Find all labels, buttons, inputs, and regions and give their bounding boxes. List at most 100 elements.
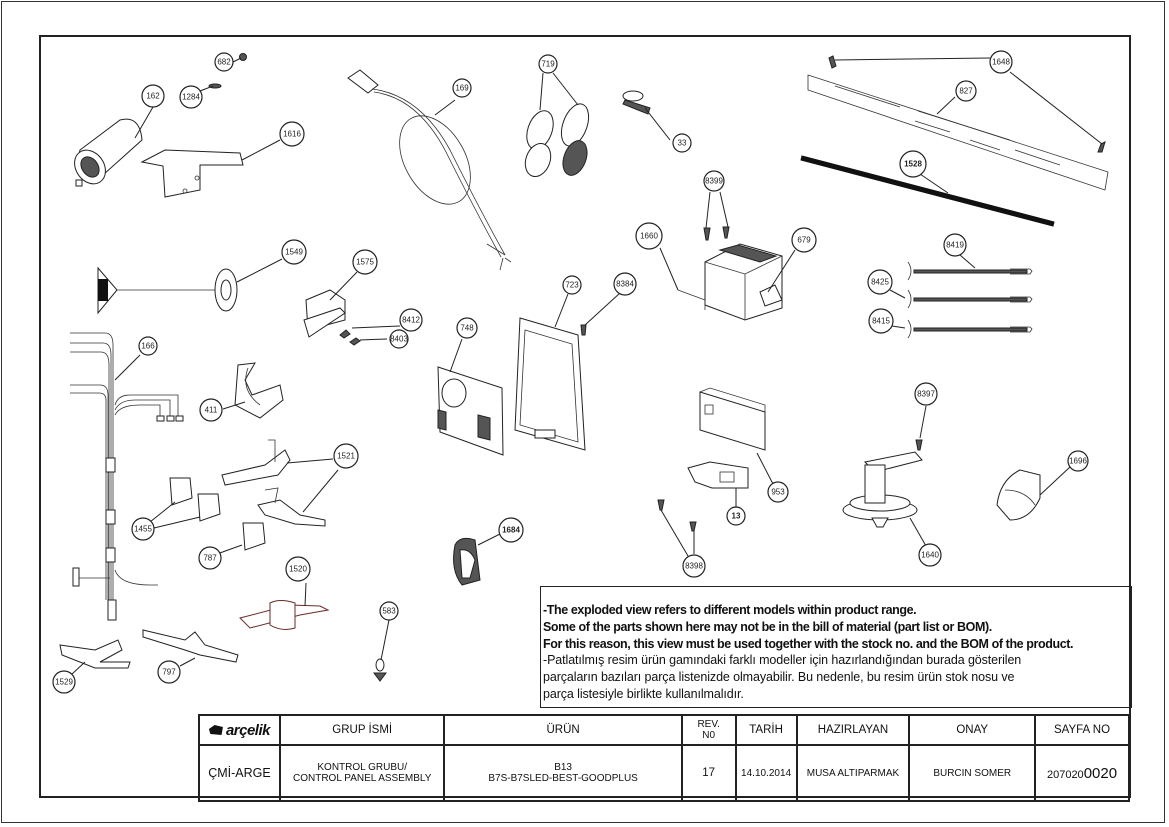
callout-circle — [198, 546, 222, 570]
callout-circle — [389, 329, 409, 349]
arcelik-logo-icon — [208, 725, 223, 735]
callout-label: 1455 — [134, 525, 152, 534]
callout-circle — [767, 481, 789, 503]
callout-circle — [399, 308, 423, 332]
callout-circle — [141, 84, 165, 108]
callout-1660: 1660 — [635, 222, 663, 250]
title-block: arçelik GRUP İSMİ ÜRÜN REV. N0 TARİH HAZ… — [198, 714, 1130, 802]
header-rev-no-line1: REV. — [697, 719, 720, 730]
note-en-line-3: For this reason, this view must be used … — [543, 636, 1074, 651]
page-no-prefix: 207020 — [1046, 768, 1084, 781]
callout-1684: 1684 — [498, 517, 524, 543]
callout-circle — [943, 233, 967, 257]
callout-748: 748 — [456, 317, 478, 339]
callout-8415: 8415 — [868, 308, 894, 334]
note-tr-line-1: -Patlatılmış resim ürün gamındaki farklı… — [543, 653, 1022, 668]
callout-circle — [868, 308, 894, 334]
callout-1575: 1575 — [352, 249, 378, 275]
header-product: ÜRÜN — [443, 714, 683, 746]
callout-circle — [703, 170, 725, 192]
callout-679: 679 — [791, 227, 817, 253]
callout-circle — [955, 80, 977, 102]
callout-circle — [791, 227, 817, 253]
logo-text: arçelik — [225, 721, 271, 739]
callout-label: 169 — [455, 84, 469, 93]
callout-label: 8403 — [390, 335, 408, 344]
part-rivet-583 — [373, 658, 387, 682]
group-name-line2: CONTROL PANEL ASSEMBLY — [293, 773, 432, 784]
callout-circle — [333, 443, 359, 469]
part-clip-1684 — [453, 537, 481, 586]
callout-8398: 8398 — [682, 554, 706, 578]
product-line1: B13 — [554, 762, 572, 773]
callout-797: 797 — [157, 660, 181, 684]
callout-circle — [199, 398, 223, 422]
callout-circle — [899, 150, 927, 178]
part-screw-8384 — [580, 324, 587, 336]
callout-label: 1528 — [904, 160, 922, 169]
approval-value: BURCIN SOMER — [908, 744, 1037, 802]
part-screw-8399b — [722, 226, 730, 239]
callout-label: 13 — [732, 512, 741, 521]
callout-33: 33 — [672, 133, 692, 153]
callout-label: 682 — [217, 58, 231, 67]
page-no-value: 2070200020 — [1034, 744, 1130, 802]
callout-circle — [682, 554, 706, 578]
note-tr-line-2: parçaların bazıları parça listenizde olm… — [543, 670, 1015, 685]
part-electronic-module — [677, 243, 783, 321]
callout-1696: 1696 — [1067, 450, 1089, 472]
callout-1529: 1529 — [52, 670, 76, 694]
part-screw-1648b — [1097, 141, 1106, 153]
callout-circle — [562, 275, 582, 295]
callout-label: 411 — [205, 406, 218, 415]
part-pcb-frame — [514, 317, 586, 451]
callout-circle — [918, 543, 942, 567]
callout-8412: 8412 — [399, 308, 423, 332]
callout-1520: 1520 — [285, 556, 311, 582]
callout-label: 1648 — [992, 58, 1010, 67]
part-levers-1521 — [221, 439, 326, 527]
header-rev-no: REV. N0 — [680, 714, 737, 746]
callout-label: 1521 — [337, 452, 355, 461]
callout-label: 797 — [162, 668, 176, 677]
header-group-name: GRUP İSMİ — [278, 714, 446, 746]
callout-8403: 8403 — [389, 329, 409, 349]
callout-1455: 1455 — [131, 517, 155, 541]
part-washer — [208, 83, 222, 89]
part-lever-1520 — [239, 600, 330, 630]
part-nut — [239, 53, 247, 61]
callout-label: 8384 — [616, 280, 634, 289]
header-prepared-by: HAZIRLAYAN — [795, 714, 911, 746]
callout-circle — [285, 556, 311, 582]
callout-8397: 8397 — [914, 382, 938, 406]
note-tr-line-3: parça listesiyle birlikte kullanılmalıdı… — [543, 686, 744, 701]
callout-label: 1640 — [921, 551, 939, 560]
callout-circle — [281, 239, 307, 265]
part-power-board — [437, 366, 504, 456]
product-line2: B7S-B7SLED-BEST-GOODPLUS — [488, 773, 638, 784]
part-power-cord — [347, 69, 512, 271]
callout-group: 1626821284161616971933164882715288399166… — [52, 50, 1089, 694]
part-screw-8398a — [657, 499, 665, 511]
leader-lines — [71, 57, 1103, 675]
callout-label: 1520 — [289, 565, 307, 574]
group-name-value: KONTROL GRUBU/ CONTROL PANEL ASSEMBLY — [278, 744, 446, 802]
callout-label: 1529 — [55, 678, 73, 687]
callout-8425: 8425 — [867, 269, 893, 295]
callout-label: 719 — [541, 60, 555, 69]
callout-circle — [52, 670, 76, 694]
part-seal-strip — [800, 155, 1055, 227]
callout-circle — [157, 660, 181, 684]
part-bracket — [140, 149, 244, 198]
product-value: B13 B7S-B7SLED-BEST-GOODPLUS — [443, 744, 683, 802]
callout-13: 13 — [726, 506, 746, 526]
callout-label: 748 — [460, 324, 474, 333]
part-indicator-lens — [97, 266, 238, 315]
part-selector-switches — [524, 103, 590, 177]
page-no-suffix: 0020 — [1083, 764, 1118, 782]
callout-circle — [452, 78, 472, 98]
date-value: 14.10.2014 — [734, 744, 798, 802]
callout-circle — [989, 50, 1013, 74]
callout-label: 1549 — [285, 248, 303, 257]
